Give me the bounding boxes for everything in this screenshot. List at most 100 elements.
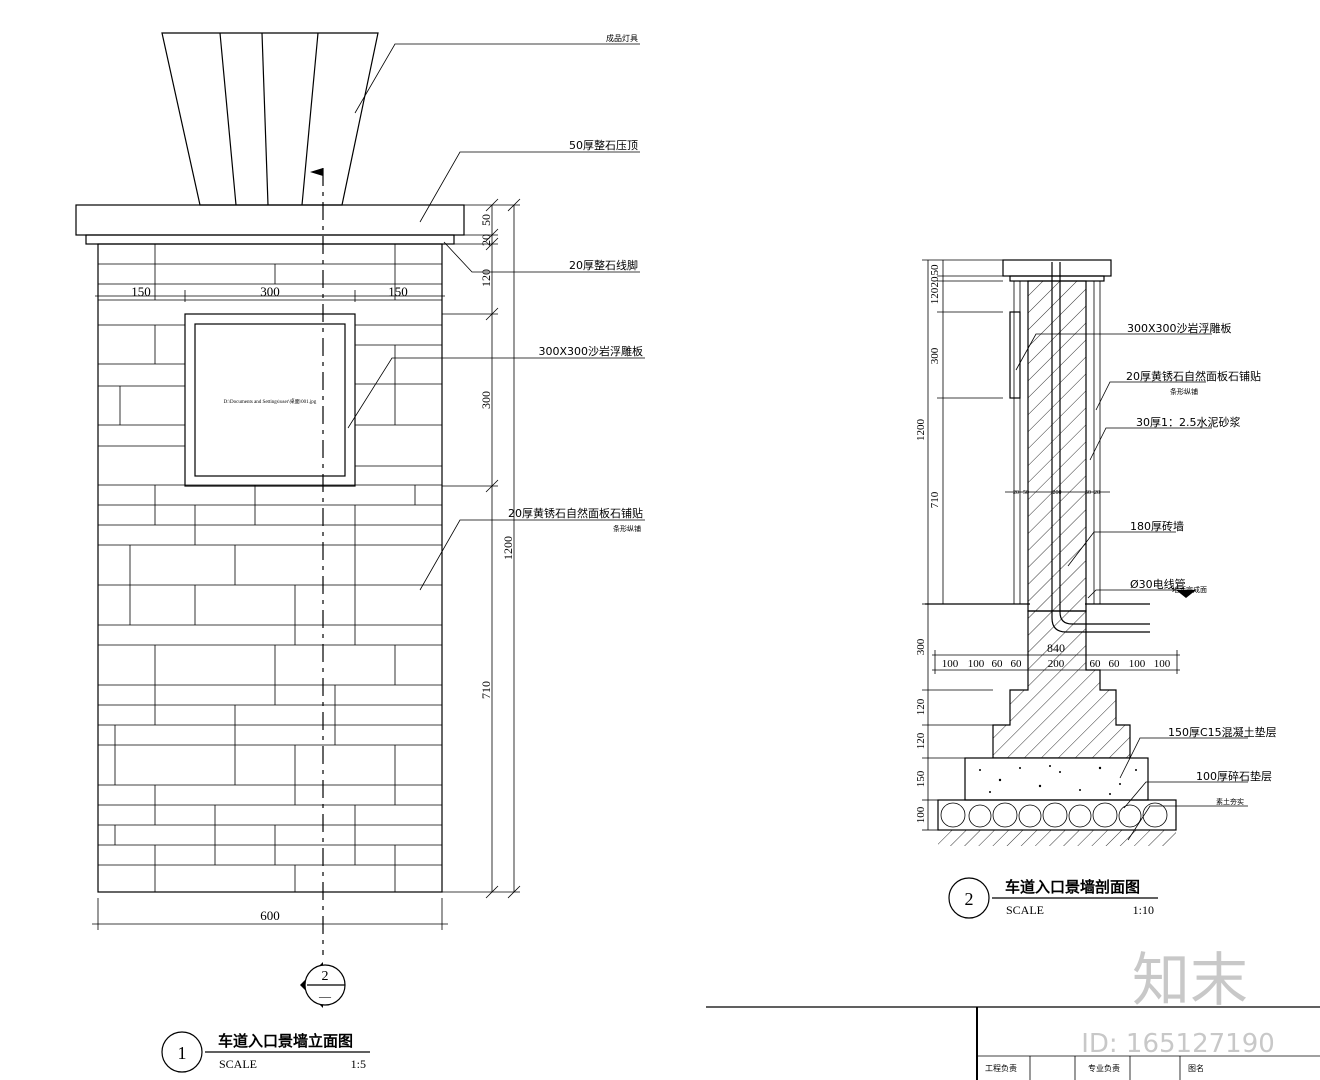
svg-text:—: — <box>318 989 332 1003</box>
svg-text:840: 840 <box>1047 641 1065 655</box>
svg-text:120: 120 <box>915 698 927 715</box>
relief-panel-outer <box>184 313 356 487</box>
elevation-scale-label: SCALE <box>219 1057 257 1071</box>
elevation-number: 1 <box>178 1043 187 1063</box>
callout-cladding: 20厚黄锈石自然面板石铺贴 <box>508 506 643 520</box>
section-leaders <box>1015 333 1248 841</box>
sec-callout-soil: 素土夯实 <box>1216 797 1244 806</box>
conduit-outer <box>1051 262 1150 633</box>
sec-callout-brick: 180厚砖墙 <box>1130 519 1184 533</box>
svg-text:20: 20 <box>1013 490 1019 496</box>
gravel-stones <box>940 802 1168 828</box>
svg-text:100: 100 <box>1129 658 1146 670</box>
dim-710: 710 <box>479 681 493 699</box>
svg-text:50: 50 <box>929 264 941 276</box>
section-drawing: 50 20 120 300 710 1200 300 120 120 150 1… <box>915 259 1277 919</box>
footing <box>992 610 1131 759</box>
sec-callout-mortar: 30厚1：2.5水泥砂浆 <box>1136 415 1241 429</box>
svg-text:300: 300 <box>915 638 927 655</box>
callout-relief: 300X300沙岩浮雕板 <box>538 344 643 358</box>
cell-drawing-name: 图名 <box>1188 1063 1204 1073</box>
section-scale-label: SCALE <box>1006 903 1044 917</box>
elevation-title: 车道入口景墙立面图 <box>218 1032 353 1050</box>
elevation-leaders <box>347 43 645 591</box>
dim-20: 20 <box>479 234 493 246</box>
image-path-text: D:\Documents and Settings\user\桌面\001.jp… <box>224 398 317 405</box>
dims-right <box>442 198 521 899</box>
svg-text:120: 120 <box>929 287 941 304</box>
svg-text:300: 300 <box>929 347 941 364</box>
conduit-inner <box>1059 262 1150 625</box>
brick-wall-core <box>1027 280 1087 612</box>
section-title-block: 2 车道入口景墙剖面图 SCALE 1:10 <box>948 877 1158 919</box>
svg-text:2: 2 <box>322 969 329 984</box>
compacted-soil <box>938 830 1176 846</box>
callout-molding: 20厚整石线脚 <box>569 258 638 272</box>
section-scale-value: 1:10 <box>1133 903 1154 917</box>
svg-text:1200: 1200 <box>915 419 927 442</box>
callout-lamp: 成品灯具 <box>606 33 638 43</box>
sheet-title-block: 工程负责 专业负责 图名 <box>706 1006 1320 1080</box>
callout-coping: 50厚整石压顶 <box>569 138 638 152</box>
wall-body <box>97 243 443 893</box>
cell-discipline-lead: 专业负责 <box>1088 1063 1120 1073</box>
watermark-id: ID: 165127190 <box>1081 1029 1275 1059</box>
section-dims-base <box>932 650 1180 674</box>
svg-text:100: 100 <box>1154 658 1171 670</box>
svg-text:20: 20 <box>929 276 941 288</box>
svg-text:50: 50 <box>1023 490 1029 496</box>
callout-cladding-sub: 条形纵铺 <box>613 524 641 533</box>
dim-600: 600 <box>260 908 280 923</box>
watermark-brand: 知末 <box>1132 946 1248 1014</box>
sec-callout-grade: 地面完成面 <box>1172 585 1207 594</box>
grade-marker-icon <box>1176 590 1196 598</box>
svg-text:150: 150 <box>915 770 927 787</box>
sec-callout-cladding: 20厚黄锈石自然面板石铺贴 <box>1126 369 1261 383</box>
svg-text:100: 100 <box>942 658 959 670</box>
svg-text:20: 20 <box>1094 490 1100 496</box>
section-coping <box>1002 259 1112 277</box>
concrete-pad <box>964 757 1149 801</box>
section-title: 车道入口景墙剖面图 <box>1005 878 1140 896</box>
dim-300-v: 300 <box>479 391 493 409</box>
sec-callout-concrete: 150厚C15混凝土垫层 <box>1168 725 1277 739</box>
section-marker: 2 — <box>300 962 346 1008</box>
dim-120: 120 <box>479 269 493 287</box>
svg-text:60: 60 <box>1090 658 1102 670</box>
stone-coping <box>75 204 465 236</box>
svg-text:200: 200 <box>1048 658 1065 670</box>
sec-callout-gravel: 100厚碎石垫层 <box>1196 769 1272 783</box>
dim-1200: 1200 <box>501 536 515 560</box>
dim-150-left: 150 <box>131 284 151 299</box>
relief-panel-inner <box>194 323 346 477</box>
section-dims-left <box>922 259 1003 831</box>
svg-text:60: 60 <box>1109 658 1121 670</box>
cell-project-lead: 工程负责 <box>985 1063 1017 1073</box>
svg-text:200: 200 <box>1053 490 1062 496</box>
elevation-drawing: D:\Documents and Settings\user\桌面\001.jp… <box>75 32 645 1073</box>
svg-text:100: 100 <box>915 806 927 823</box>
section-number: 2 <box>965 889 974 909</box>
svg-text:60: 60 <box>992 658 1004 670</box>
svg-text:710: 710 <box>929 491 941 508</box>
svg-text:50: 50 <box>1085 490 1091 496</box>
elevation-title-block: 1 车道入口景墙立面图 SCALE 1:5 <box>161 1031 370 1073</box>
stone-pattern <box>98 244 442 892</box>
dim-300: 300 <box>260 284 280 299</box>
lamp-fixture <box>161 32 379 206</box>
dims-bottom <box>92 898 448 930</box>
sec-callout-relief: 300X300沙岩浮雕板 <box>1127 321 1232 335</box>
dim-150-right: 150 <box>388 284 408 299</box>
stone-molding <box>85 234 455 245</box>
svg-text:120: 120 <box>915 732 927 749</box>
section-molding <box>1009 275 1105 282</box>
svg-text:60: 60 <box>1011 658 1023 670</box>
cut-arrow-top <box>310 168 323 176</box>
sec-callout-conduit: Ø30电线管 <box>1130 577 1186 591</box>
dims-top <box>95 290 445 302</box>
section-relief-panel <box>1009 311 1021 399</box>
sec-callout-cladding-sub: 条形纵铺 <box>1170 387 1198 396</box>
svg-text:100: 100 <box>968 658 985 670</box>
dim-50: 50 <box>479 214 493 226</box>
